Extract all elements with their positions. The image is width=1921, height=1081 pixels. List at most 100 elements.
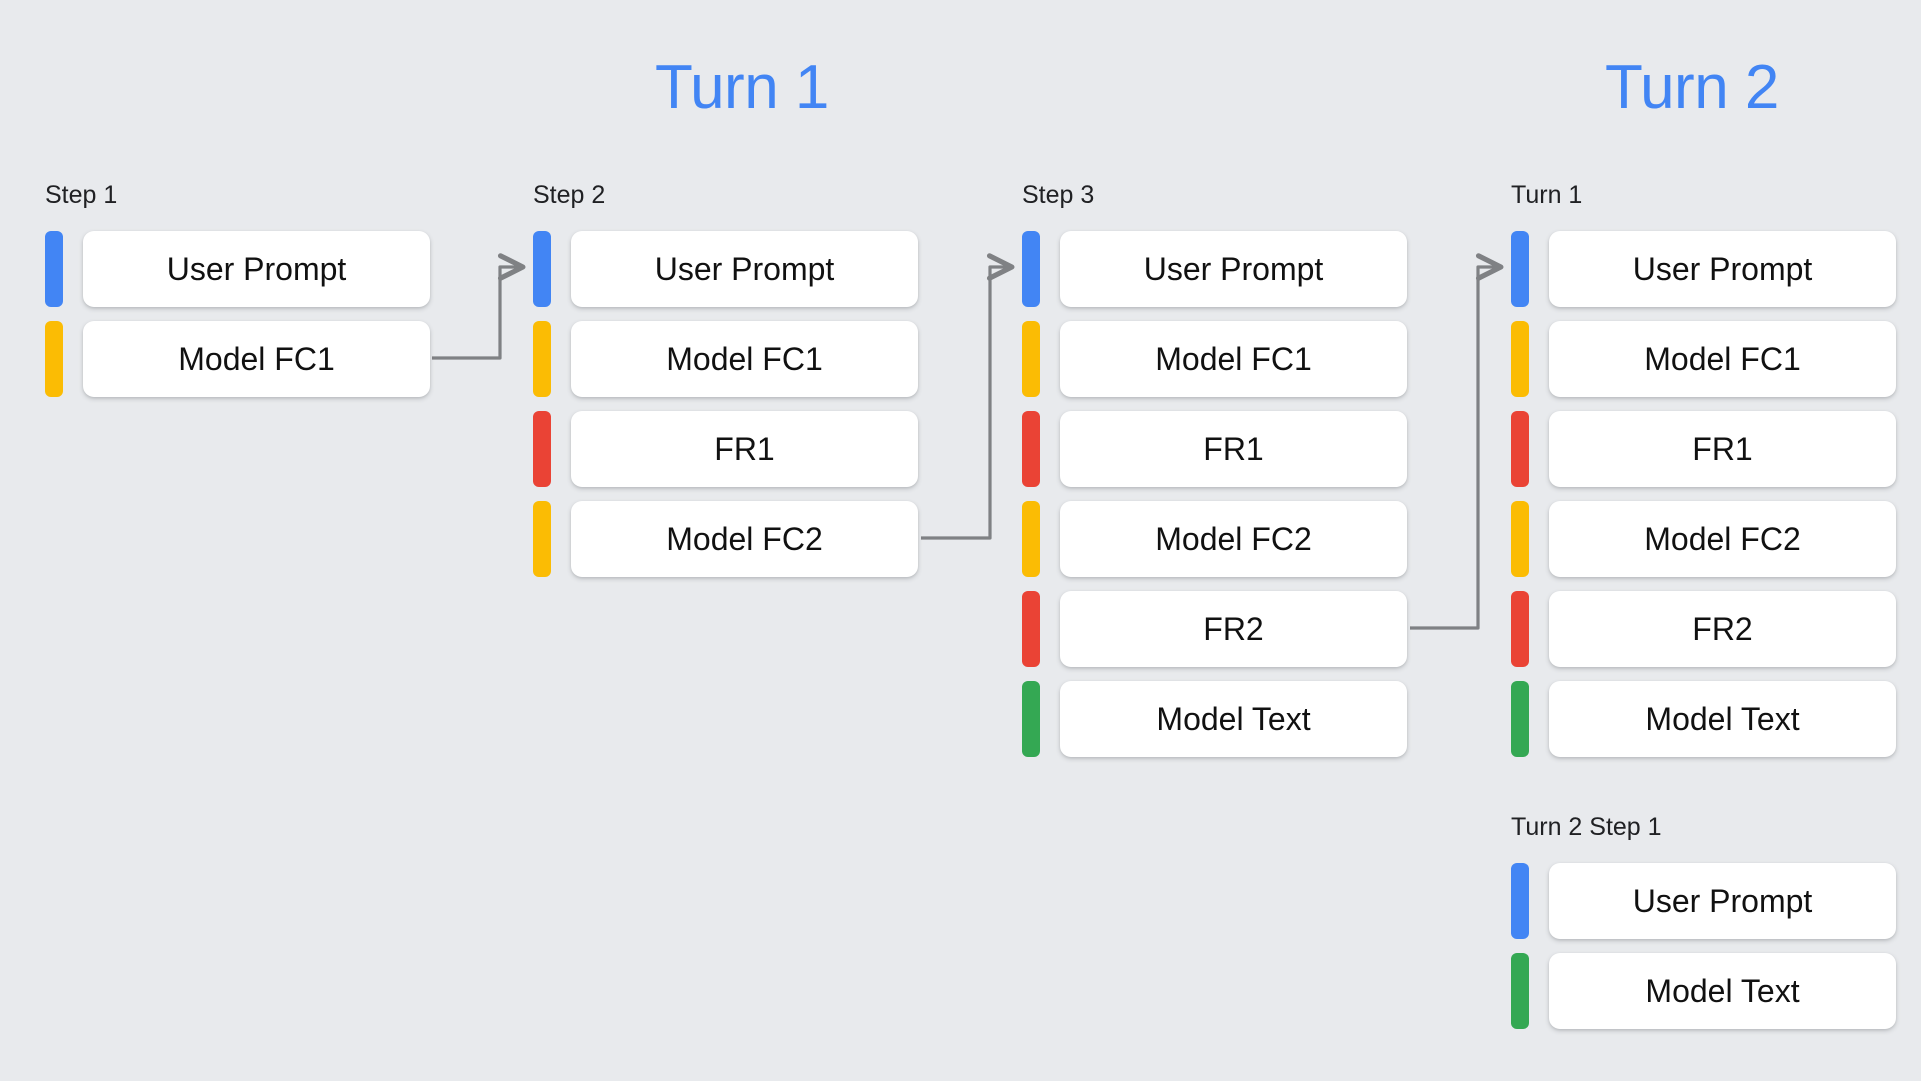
list-item[interactable]: Model Text [1511, 681, 1896, 757]
column-step-1: Step 1 User Prompt Model FC1 [45, 183, 430, 397]
column-turn2-step1-rows: User Prompt Model Text [1511, 863, 1896, 1029]
status-bar-green-icon [1511, 953, 1529, 1029]
list-item[interactable]: Model FC1 [1511, 321, 1896, 397]
status-bar-yellow-icon [1022, 501, 1040, 577]
turn-2-title: Turn 2 [1605, 53, 1779, 122]
message-card-label: User Prompt [1143, 251, 1324, 287]
message-card-label: Model FC2 [666, 521, 823, 557]
message-card[interactable]: Model FC1 [571, 321, 918, 397]
message-card[interactable]: FR2 [1549, 591, 1896, 667]
column-step-3: Step 3 User Prompt Model FC1 FR1 [1022, 183, 1407, 757]
message-card-label: User Prompt [654, 251, 835, 287]
status-bar-blue-icon [1511, 231, 1529, 307]
column-turn2-turn1-rows: User Prompt Model FC1 FR1 Model FC2 [1511, 231, 1896, 757]
connector-step2-to-step3 [921, 253, 1015, 540]
status-bar-yellow-icon [1511, 321, 1529, 397]
message-card-label: FR1 [1203, 431, 1264, 467]
list-item[interactable]: User Prompt [45, 231, 430, 307]
message-card[interactable]: Model FC1 [1060, 321, 1407, 397]
message-card[interactable]: FR1 [1549, 411, 1896, 487]
status-bar-yellow-icon [533, 501, 551, 577]
column-turn2-step1: Turn 2 Step 1 User Prompt Model Text [1511, 815, 1896, 1029]
message-card-label: User Prompt [1632, 883, 1813, 919]
message-card[interactable]: User Prompt [571, 231, 918, 307]
column-step-2-label: Step 2 [533, 181, 606, 209]
message-card-label: Model FC1 [178, 341, 335, 377]
message-card-label: Model Text [1645, 973, 1800, 1009]
list-item[interactable]: Model Text [1511, 953, 1896, 1029]
list-item[interactable]: Model FC2 [1511, 501, 1896, 577]
message-card[interactable]: FR1 [571, 411, 918, 487]
list-item[interactable]: Model FC1 [45, 321, 430, 397]
status-bar-green-icon [1022, 681, 1040, 757]
status-bar-yellow-icon [45, 321, 63, 397]
list-item[interactable]: Model Text [1022, 681, 1407, 757]
message-card-label: Model FC2 [1644, 521, 1801, 557]
list-item[interactable]: FR1 [1022, 411, 1407, 487]
message-card[interactable]: User Prompt [1060, 231, 1407, 307]
message-card[interactable]: Model FC1 [1549, 321, 1896, 397]
message-card[interactable]: User Prompt [83, 231, 430, 307]
column-turn2-turn1-label: Turn 1 [1511, 181, 1583, 209]
column-step-3-rows: User Prompt Model FC1 FR1 Model FC2 [1022, 231, 1407, 757]
message-card-label: FR1 [1692, 431, 1753, 467]
list-item[interactable]: User Prompt [1022, 231, 1407, 307]
status-bar-red-icon [1022, 411, 1040, 487]
status-bar-yellow-icon [1022, 321, 1040, 397]
message-card-label: FR1 [714, 431, 775, 467]
status-bar-red-icon [533, 411, 551, 487]
message-card[interactable]: Model Text [1549, 953, 1896, 1029]
list-item[interactable]: FR1 [1511, 411, 1896, 487]
status-bar-green-icon [1511, 681, 1529, 757]
message-card-label: Model FC1 [1155, 341, 1312, 377]
list-item[interactable]: Model FC2 [533, 501, 918, 577]
message-card-label: Model Text [1156, 701, 1311, 737]
status-bar-blue-icon [1022, 231, 1040, 307]
turn-1-title: Turn 1 [655, 53, 829, 122]
list-item[interactable]: FR2 [1511, 591, 1896, 667]
message-card-label: User Prompt [1632, 251, 1813, 287]
list-item[interactable]: Model FC1 [533, 321, 918, 397]
connector-step3-to-turn2 [1410, 253, 1504, 630]
message-card[interactable]: Model FC2 [1060, 501, 1407, 577]
column-step-1-rows: User Prompt Model FC1 [45, 231, 430, 397]
list-item[interactable]: Model FC1 [1022, 321, 1407, 397]
connector-step1-to-step2 [432, 253, 526, 360]
message-card[interactable]: Model FC2 [571, 501, 918, 577]
list-item[interactable]: Model FC2 [1022, 501, 1407, 577]
column-step-1-label: Step 1 [45, 181, 118, 209]
list-item[interactable]: FR1 [533, 411, 918, 487]
status-bar-yellow-icon [1511, 501, 1529, 577]
column-step-2-rows: User Prompt Model FC1 FR1 Model FC2 [533, 231, 918, 577]
list-item[interactable]: User Prompt [1511, 863, 1896, 939]
status-bar-yellow-icon [533, 321, 551, 397]
message-card-label: Model Text [1645, 701, 1800, 737]
status-bar-blue-icon [1511, 863, 1529, 939]
message-card[interactable]: Model Text [1549, 681, 1896, 757]
status-bar-red-icon [1511, 591, 1529, 667]
message-card-label: Model FC1 [1644, 341, 1801, 377]
message-card[interactable]: FR2 [1060, 591, 1407, 667]
message-card[interactable]: User Prompt [1549, 231, 1896, 307]
message-card-label: Model FC1 [666, 341, 823, 377]
column-turn2-turn1: Turn 1 User Prompt Model FC1 FR1 [1511, 183, 1896, 757]
message-card-label: FR2 [1692, 611, 1753, 647]
message-card[interactable]: FR1 [1060, 411, 1407, 487]
list-item[interactable]: FR2 [1022, 591, 1407, 667]
column-step-2: Step 2 User Prompt Model FC1 FR1 [533, 183, 918, 577]
column-step-3-label: Step 3 [1022, 181, 1095, 209]
message-card[interactable]: User Prompt [1549, 863, 1896, 939]
column-turn2-step1-label: Turn 2 Step 1 [1511, 813, 1662, 841]
message-card-label: FR2 [1203, 611, 1264, 647]
status-bar-red-icon [1511, 411, 1529, 487]
status-bar-blue-icon [45, 231, 63, 307]
message-card[interactable]: Model FC1 [83, 321, 430, 397]
message-card[interactable]: Model Text [1060, 681, 1407, 757]
status-bar-red-icon [1022, 591, 1040, 667]
message-card-label: Model FC2 [1155, 521, 1312, 557]
list-item[interactable]: User Prompt [1511, 231, 1896, 307]
list-item[interactable]: User Prompt [533, 231, 918, 307]
message-card[interactable]: Model FC2 [1549, 501, 1896, 577]
status-bar-blue-icon [533, 231, 551, 307]
